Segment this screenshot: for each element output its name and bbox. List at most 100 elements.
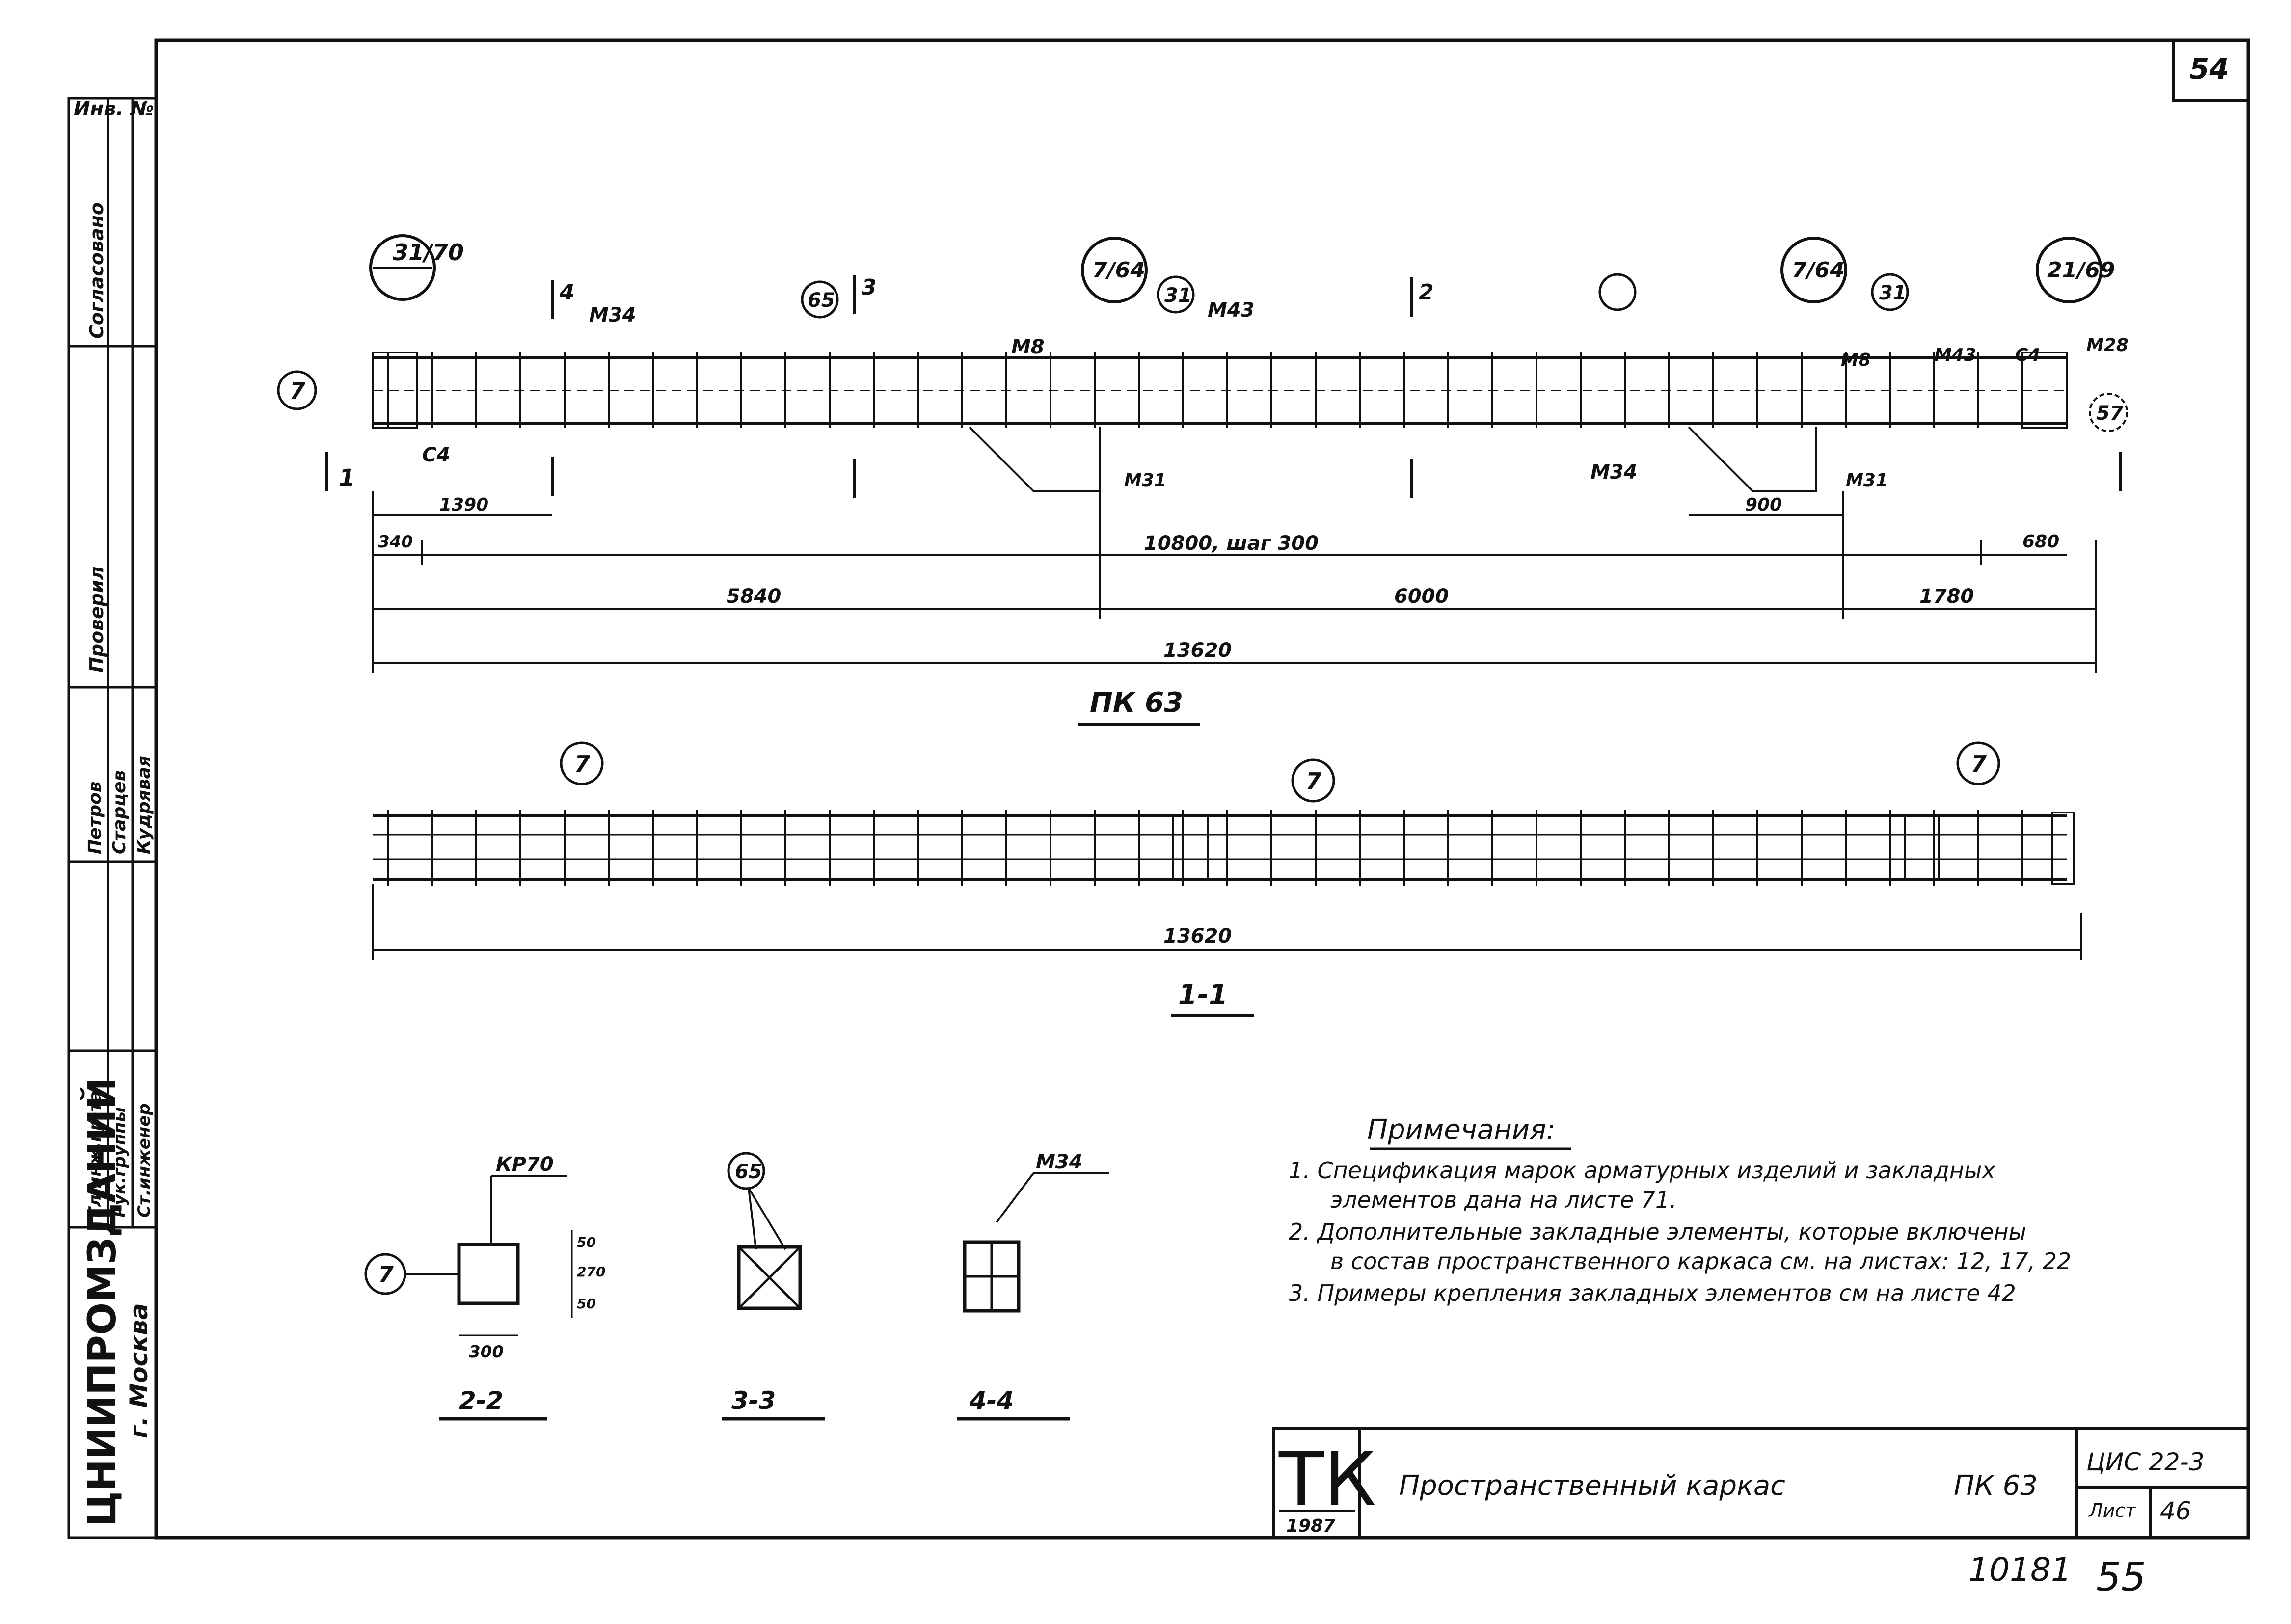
v11-dim-13620: 13620 (1163, 925, 1232, 947)
caption-1-1: 1-1 (1178, 979, 1228, 1011)
callout-label-4: 21/69 (2047, 258, 2115, 283)
notes-title: Примечания: (1367, 1114, 1556, 1146)
title-block (1272, 1427, 2250, 1539)
callout-label-3: 7/64 (1792, 258, 1845, 283)
section-mark-1: 1 (339, 464, 355, 492)
s22-dim-3: 50 (577, 1296, 596, 1312)
note-2-cont: в состав пространственного каркаса см. н… (1330, 1248, 2071, 1274)
callout-65-b (1598, 273, 1637, 311)
sheet-no: 46 (2160, 1497, 2191, 1525)
v11-callout-1: 7 (574, 751, 590, 777)
role-2: Рук.группы (110, 1107, 130, 1218)
label-m8-a: М8 (1011, 336, 1045, 358)
note-1: 1. Спецификация марок арматурных изделий… (1289, 1157, 1995, 1184)
dim-13620: 13620 (1163, 639, 1232, 662)
v11-callout-2: 7 (1306, 768, 1321, 794)
dim-680: 680 (2022, 532, 2059, 552)
series-code: ЦИС 22-3 (2086, 1448, 2205, 1476)
section-4-4 (963, 1172, 1109, 1313)
label-m34-b: М34 (1590, 461, 1637, 484)
label-m34: М34 (589, 304, 636, 326)
callout-7-64-b (1780, 237, 1847, 303)
callout-31-70 (369, 234, 436, 301)
sheet-number: 54 (2189, 52, 2229, 85)
main-view-cage (372, 352, 2068, 492)
main-dimension-lines (372, 491, 2097, 673)
dim-340: 340 (378, 532, 413, 552)
caption-2-2: 2-2 (459, 1386, 503, 1415)
main-view-stirrups (387, 352, 2023, 428)
callout-31-b (1871, 273, 1909, 311)
view-1-1-cage (373, 812, 2075, 885)
callout-label-6: 31 (1164, 284, 1192, 307)
bottom-page: 55 (2096, 1554, 2146, 1600)
role-3: Ст.инженер (135, 1103, 154, 1218)
org-name: ЦНИИПРОМЗДАНИЙ (80, 1077, 125, 1527)
s33-callout: 65 (735, 1161, 762, 1183)
s22-dim-2: 270 (577, 1264, 605, 1280)
caption-pk63: ПК 63 (1090, 687, 1183, 719)
tk-logo: ТК (1278, 1437, 1376, 1522)
dim-6000: 6000 (1394, 585, 1449, 608)
dim-5840: 5840 (727, 585, 781, 608)
v11-callout-3: 7 (1971, 751, 1987, 777)
callout-label-2: 7/64 (1092, 258, 1145, 283)
callout-57 (2089, 393, 2128, 432)
callout-7-v2 (1291, 758, 1335, 803)
callout-label-9: 57 (2096, 402, 2124, 425)
s22-dim-4: 300 (469, 1342, 504, 1362)
callout-7-v1 (560, 741, 604, 785)
dim-1780: 1780 (1919, 585, 1974, 608)
dim-1390: 1390 (439, 495, 488, 515)
s44-label: М34 (1036, 1151, 1082, 1173)
callout-21-69 (2036, 237, 2102, 303)
callout-label-7: 31 (1879, 282, 1907, 304)
label-m43-a: М43 (1208, 299, 1254, 322)
label-c4-b: С4 (422, 444, 450, 466)
section-cut-lines (325, 275, 2122, 498)
agreed-label: Согласовано (86, 202, 108, 339)
callout-7-v3 (1956, 741, 2000, 785)
callout-label-5: 65 (808, 289, 835, 312)
callout-label-8: 7 (290, 378, 305, 404)
sheet-number-box (2172, 39, 2250, 102)
org-city: г. Москва (125, 1303, 153, 1438)
sheet-frame (154, 38, 2250, 1540)
note-3: 3. Примеры крепления закладных элементов… (1289, 1280, 2016, 1306)
s22-dim-1: 50 (577, 1234, 596, 1250)
doc-mark: ПК 63 (1954, 1470, 2038, 1502)
callout-7-main (277, 370, 317, 410)
name-1: Петров (85, 781, 105, 854)
label-m43-b: М43 (1934, 345, 1976, 365)
name-2: Старцев (109, 770, 130, 854)
s22-label: КР70 (496, 1153, 554, 1176)
label-m8-b: М8 (1841, 350, 1871, 370)
note-1-cont: элементов дана на листе 71. (1330, 1187, 1677, 1213)
label-m31-a: М31 (1124, 470, 1166, 490)
checked-label: Проверил (86, 566, 108, 673)
callout-65 (801, 280, 839, 319)
left-stamp (67, 97, 158, 1539)
section-3-3 (737, 1187, 802, 1310)
sheet-label: Лист (2088, 1500, 2137, 1521)
s22-callout: 7 (378, 1261, 394, 1288)
callout-7-64-a (1081, 237, 1148, 303)
section-mark-2: 2 (1419, 280, 1434, 305)
callout-label-1: 31/70 (393, 239, 464, 266)
dim-10800: 10800, шаг 300 (1144, 532, 1319, 555)
section-2-2 (405, 1175, 573, 1336)
note-2: 2. Дополнительные закладные элементы, ко… (1289, 1218, 2026, 1245)
inv-label: Инв. № (74, 98, 154, 120)
section-mark-4: 4 (559, 280, 575, 305)
view-1-1-dim-line (372, 884, 2082, 960)
section-mark-3: 3 (862, 275, 877, 300)
name-3: Кудрявая (134, 756, 154, 854)
label-m28: М28 (2086, 335, 2129, 355)
doc-title: Пространственный каркас (1399, 1470, 1785, 1502)
label-m31-b: М31 (1846, 470, 1888, 490)
view-1-1-stirrups (387, 810, 2023, 886)
callout-65-s33 (727, 1152, 765, 1190)
tk-year: 1987 (1286, 1516, 1335, 1536)
role-1: Гл.инж.пр-та (85, 1091, 105, 1218)
